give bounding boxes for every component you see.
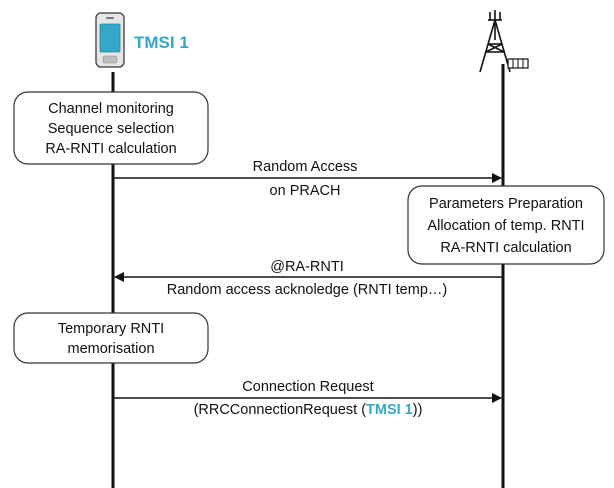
ue-step-line: Temporary RNTI	[58, 321, 164, 337]
message-sublabel-suffix: ))	[413, 402, 423, 418]
message-label: Connection Request	[242, 379, 373, 395]
message-label: Random Access	[253, 159, 358, 175]
network-step-line: RA-RNTI calculation	[440, 240, 571, 256]
ue-label: TMSI 1	[134, 33, 189, 52]
message-sublabel-prefix: (RRCConnectionRequest (	[194, 402, 367, 418]
ue-identity-highlight: TMSI 1	[366, 402, 413, 418]
ue-step-line: Sequence selection	[48, 121, 175, 137]
message-sublabel: Random access acknoledge (RNTI temp…)	[167, 282, 447, 298]
message-random-access: Random Access on PRACH	[113, 159, 502, 199]
message-sublabel: (RRCConnectionRequest (TMSI 1))	[194, 402, 423, 418]
ue-step-box: Temporary RNTI memorisation	[13, 312, 209, 364]
network-step-line: Parameters Preparation	[429, 196, 583, 212]
network-step-line: Allocation of temp. RNTI	[427, 218, 584, 234]
ue-step-line: Channel monitoring	[48, 101, 174, 117]
cell-tower-icon	[479, 10, 529, 73]
message-sublabel: on PRACH	[270, 183, 341, 199]
mobile-phone-icon	[95, 12, 125, 68]
message-label: @RA-RNTI	[270, 259, 344, 275]
ue-step-line: RA-RNTI calculation	[45, 141, 176, 157]
network-step-box: Parameters Preparation Allocation of tem…	[407, 185, 605, 265]
ue-step-line: memorisation	[67, 341, 154, 357]
message-random-access-response: @RA-RNTI Random access acknoledge (RNTI …	[114, 259, 503, 298]
ue-step-box: Channel monitoring Sequence selection RA…	[13, 91, 209, 165]
message-connection-request: Connection Request (RRCConnectionRequest…	[113, 379, 502, 418]
